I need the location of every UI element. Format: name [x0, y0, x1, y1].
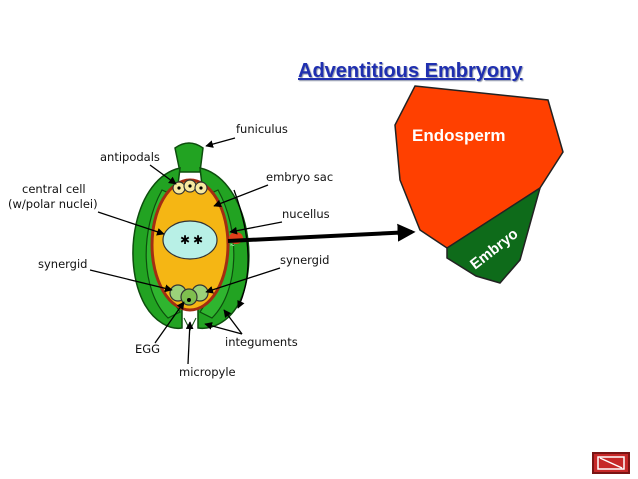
- svg-text:✱: ✱: [180, 233, 190, 247]
- label-synergid-left: synergid: [38, 257, 87, 271]
- label-polar-nuclei: (w/polar nuclei): [8, 197, 98, 211]
- egg-cell: [180, 288, 198, 306]
- svg-text:✱: ✱: [193, 233, 203, 247]
- seed-illustration: Endosperm Embryo: [394, 85, 564, 284]
- endosperm-label: Endosperm: [412, 126, 506, 145]
- label-antipodals: antipodals: [100, 150, 160, 164]
- embryo-shape: [446, 186, 542, 284]
- pointer-arrows: [89, 137, 283, 365]
- svg-text:~: ~: [230, 241, 235, 250]
- next-slide-icon: [597, 456, 625, 470]
- label-funiculus: funiculus: [236, 122, 288, 136]
- label-embryo-sac: embryo sac: [266, 170, 333, 184]
- label-central-cell: central cell: [22, 182, 86, 196]
- ovule-labels: funiculus antipodals embryo sac central …: [8, 122, 333, 379]
- slide-title: Adventitious Embryony: [298, 60, 523, 82]
- central-cell-shape: [162, 220, 218, 260]
- label-integuments: integuments: [225, 335, 298, 349]
- label-egg: EGG: [135, 342, 160, 356]
- connector-arrow: [227, 223, 416, 243]
- next-slide-button[interactable]: [592, 452, 630, 474]
- label-micropyle: micropyle: [179, 365, 236, 379]
- ovule: ✱ ✱ ~: [132, 142, 250, 332]
- label-nucellus: nucellus: [282, 207, 330, 221]
- label-synergid-right: synergid: [280, 253, 329, 267]
